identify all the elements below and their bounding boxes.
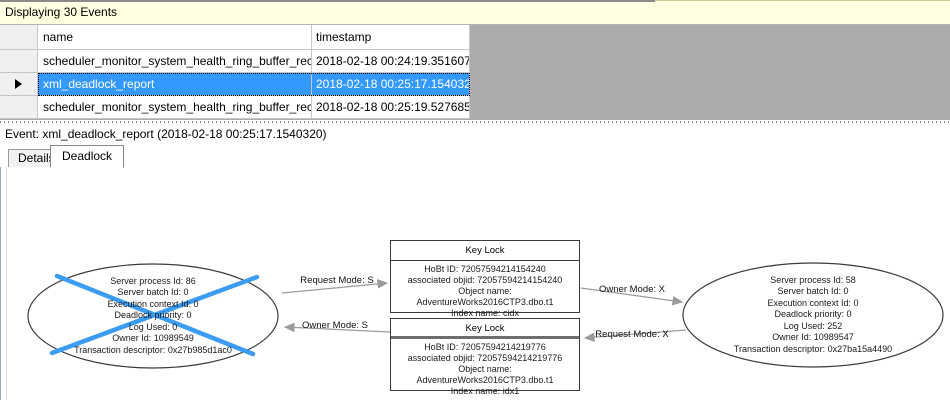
event-name-cell[interactable]: scheduler_monitor_system_health_ring_buf…: [38, 96, 312, 119]
panel-inner-border: [6, 167, 7, 400]
event-name-cell[interactable]: scheduler_monitor_system_health_ring_buf…: [38, 50, 312, 73]
process-attr: Owner Id: 10989547: [772, 332, 854, 343]
grid-header-row: name timestamp: [0, 25, 470, 50]
process-attr: Server batch Id: 0: [117, 287, 189, 298]
process-node-right-ellipse[interactable]: [682, 262, 944, 368]
event-timestamp-cell[interactable]: 2018-02-18 00:25:17.1540320: [312, 73, 470, 96]
deadlock-graph-panel: Server process Id: 86 Server batch Id: 0…: [0, 167, 950, 400]
event-row-2-selected[interactable]: xml_deadlock_report 2018-02-18 00:25:17.…: [0, 73, 470, 96]
edge-request-x: [583, 329, 687, 343]
event-timestamp-cell[interactable]: 2018-02-18 00:25:19.5276859: [312, 96, 470, 119]
edge-label-owner-x: Owner Mode: X: [599, 284, 665, 295]
current-row-marker-icon: [15, 79, 22, 89]
splitter-handle[interactable]: [0, 120, 950, 124]
edge-request-s: [281, 279, 389, 294]
column-header-name[interactable]: name: [38, 25, 312, 50]
event-name-cell[interactable]: xml_deadlock_report: [38, 73, 312, 96]
lock-attrs: HoBt ID: 72057594214219776 associated ob…: [391, 339, 579, 397]
edge-label-request-x: Request Mode: X: [595, 329, 669, 340]
process-attr: Execution context Id: 0: [767, 297, 859, 308]
column-header-timestamp[interactable]: timestamp: [312, 25, 470, 50]
lock-node-top[interactable]: Key Lock HoBt ID: 72057594214154240 asso…: [390, 240, 580, 318]
event-timestamp-cell[interactable]: 2018-02-18 00:24:19.3516078: [312, 50, 470, 73]
victim-process-node[interactable]: Server process Id: 86 Server batch Id: 0…: [33, 270, 273, 362]
process-attr: Server process Id: 58: [770, 274, 856, 285]
process-attr: Transaction descriptor: 0x27b985d1ac0: [74, 344, 232, 355]
lock-attrs: HoBt ID: 72057594214154240 associated ob…: [391, 261, 579, 319]
row-cells: scheduler_monitor_system_health_ring_buf…: [38, 96, 470, 119]
events-count-bar: Displaying 30 Events: [0, 0, 950, 25]
lock-attr: Index name: idx1: [450, 386, 520, 396]
tab-deadlock[interactable]: Deadlock: [50, 145, 125, 168]
edge-owner-x: [580, 287, 684, 306]
victim-cross-icon: [49, 273, 260, 357]
splitter-dots: [0, 121, 950, 123]
row-selector[interactable]: [0, 96, 38, 119]
edge-label-request-s: Request Mode: S: [300, 275, 374, 286]
process-attr: Deadlock priority: 0: [774, 309, 852, 320]
deadlock-graph-canvas: [27, 262, 944, 369]
panel-left-border: [0, 167, 1, 400]
grid-corner-cell: [0, 25, 38, 50]
process-attr: Transaction descriptor: 0x27ba15a4490: [733, 343, 893, 354]
lock-title: Key Lock: [391, 241, 579, 261]
lock-attr: Object name: AdventureWorks2016CTP3.dbo.…: [416, 364, 554, 385]
process-attr: Log Used: 252: [783, 320, 843, 331]
row-selector[interactable]: [0, 50, 38, 73]
events-count-label: Displaying 30 Events: [5, 5, 118, 19]
row-selector[interactable]: [0, 73, 38, 96]
process-attr: Server process Id: 86: [110, 275, 196, 286]
event-detail-label: Event: xml_deadlock_report (2018-02-18 0…: [0, 124, 950, 143]
lock-attr: HoBt ID: 72057594214219776: [424, 342, 546, 352]
lock-attr: Object name: AdventureWorks2016CTP3.dbo.…: [416, 286, 554, 307]
lock-attr: Index name: cidx: [450, 308, 520, 318]
grid-header-cells: name timestamp: [38, 25, 470, 50]
process-attr: Owner Id: 10989549: [112, 333, 194, 344]
lock-attr: associated objid: 72057594214154240: [407, 275, 563, 285]
lock-attr: HoBt ID: 72057594214154240: [424, 264, 546, 274]
edge-label-owner-s: Owner Mode: S: [302, 320, 368, 331]
edge-owner-s: [283, 322, 391, 333]
detail-tab-strip: Details Deadlock: [0, 143, 950, 168]
window-edge-artifact: [0, 0, 655, 2]
lock-title: Key Lock: [391, 319, 579, 339]
row-cells: scheduler_monitor_system_health_ring_buf…: [38, 50, 470, 73]
process-attr: Log Used: 0: [128, 321, 178, 332]
events-grid: name timestamp scheduler_monitor_system_…: [0, 25, 470, 119]
event-row-1[interactable]: scheduler_monitor_system_health_ring_buf…: [0, 50, 470, 73]
lock-attr: associated objid: 72057594214219776: [407, 353, 563, 363]
process-node-right[interactable]: Server process Id: 58 Server batch Id: 0…: [683, 269, 943, 361]
lock-node-bottom[interactable]: Key Lock HoBt ID: 72057594214219776 asso…: [390, 318, 580, 396]
events-grid-zone: name timestamp scheduler_monitor_system_…: [0, 25, 950, 120]
event-row-3[interactable]: scheduler_monitor_system_health_ring_buf…: [0, 96, 470, 119]
process-attr: Server batch Id: 0: [777, 286, 849, 297]
process-attr: Deadlock priority: 0: [114, 310, 192, 321]
row-cells: xml_deadlock_report 2018-02-18 00:25:17.…: [38, 73, 470, 96]
process-attr: Execution context Id: 0: [107, 298, 199, 309]
